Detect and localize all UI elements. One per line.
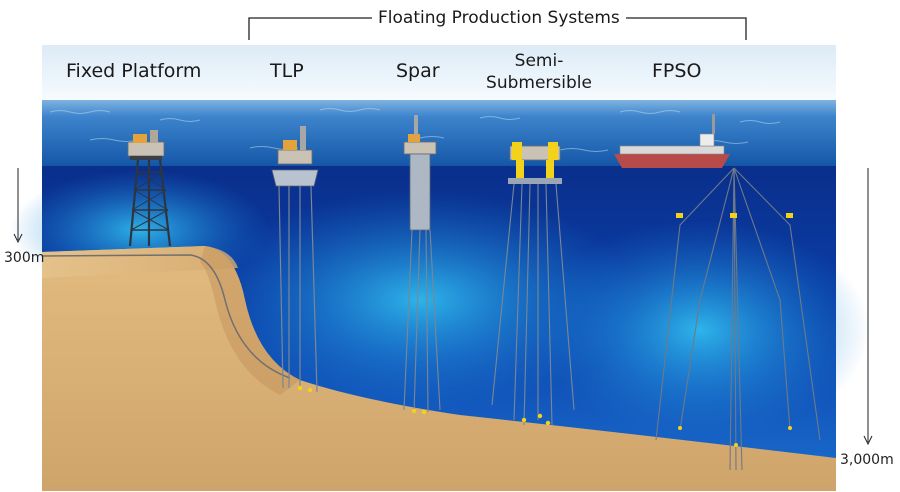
label-fpso: FPSO	[652, 60, 702, 82]
label-semi-submersible-line1: Semi-	[514, 51, 564, 71]
tlp	[271, 126, 319, 393]
depth-arrow-deep	[863, 168, 873, 446]
shelf-slope-shade	[200, 246, 300, 395]
water-glow-mid	[200, 190, 640, 410]
water-glow-right	[530, 220, 870, 440]
depth-label-3000m: 3,000m	[840, 452, 894, 468]
fpso	[614, 114, 821, 471]
surface-waves	[49, 108, 781, 152]
label-fixed-platform: Fixed Platform	[66, 60, 202, 82]
label-spar: Spar	[396, 60, 440, 82]
floating-production-systems-title: Floating Production Systems	[372, 8, 626, 28]
label-tlp: TLP	[270, 60, 304, 82]
label-semi-submersible: Semi- Submersible	[474, 50, 604, 94]
depth-arrow-shallow	[13, 168, 23, 244]
sky	[42, 45, 836, 100]
seabed-pipeline	[41, 254, 291, 379]
fixed-platform	[127, 130, 172, 247]
label-semi-submersible-line2: Submersible	[486, 73, 592, 93]
depth-label-300m: 300m	[4, 250, 45, 266]
continental-shelf-top	[42, 246, 238, 278]
semi-submersible	[491, 142, 575, 426]
spar	[403, 115, 441, 415]
